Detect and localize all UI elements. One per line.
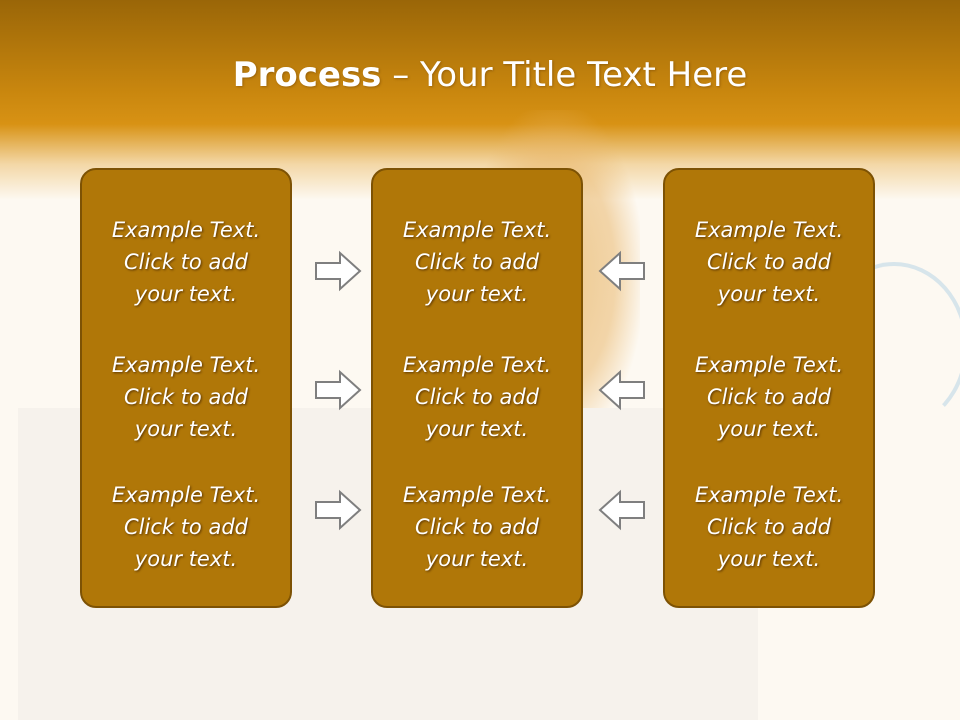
title-bold: Process — [232, 55, 382, 95]
box-text[interactable]: Example Text. Click to add your text. — [694, 218, 844, 306]
slide-title[interactable]: Process – Your Title Text Here — [0, 52, 960, 98]
box-text[interactable]: Example Text. Click to add your text. — [111, 483, 261, 571]
box-text[interactable]: Example Text. Click to add your text. — [402, 353, 552, 441]
arrow-left-icon — [598, 250, 646, 292]
box-text[interactable]: Example Text. Click to add your text. — [111, 353, 261, 441]
process-box-center[interactable]: Example Text. Click to add your text. Ex… — [371, 168, 583, 608]
title-rest: – Your Title Text Here — [381, 55, 748, 95]
box-text[interactable]: Example Text. Click to add your text. — [694, 483, 844, 571]
arrow-left-icon — [598, 369, 646, 411]
box-text[interactable]: Example Text. Click to add your text. — [694, 353, 844, 441]
process-box-right[interactable]: Example Text. Click to add your text. Ex… — [663, 168, 875, 608]
box-text[interactable]: Example Text. Click to add your text. — [111, 218, 261, 306]
box-text[interactable]: Example Text. Click to add your text. — [402, 483, 552, 571]
arrow-right-icon — [314, 369, 362, 411]
background-magnifier-ring — [820, 262, 960, 430]
box-text[interactable]: Example Text. Click to add your text. — [402, 218, 552, 306]
process-box-left[interactable]: Example Text. Click to add your text. Ex… — [80, 168, 292, 608]
arrow-right-icon — [314, 250, 362, 292]
arrow-left-icon — [598, 489, 646, 531]
arrow-right-icon — [314, 489, 362, 531]
